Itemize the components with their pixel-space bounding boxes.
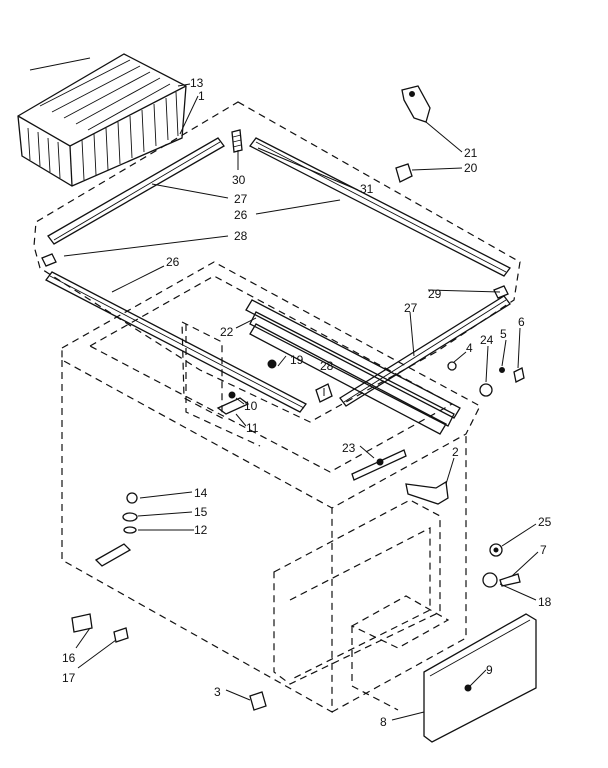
callout-7: 7 — [540, 543, 547, 557]
callout-6: 6 — [518, 315, 525, 329]
callout-21: 21 — [464, 146, 478, 160]
cord-clamp-2 — [405, 480, 449, 505]
callout-19: 19 — [290, 353, 304, 367]
callout-5: 5 — [500, 327, 507, 341]
grommet-25 — [489, 543, 503, 557]
basket — [17, 53, 187, 187]
caster-3 — [249, 691, 267, 711]
callout-26-top: 26 — [234, 208, 248, 222]
drain-plug-16 — [71, 613, 93, 633]
hinge-clip — [395, 163, 413, 183]
latch-23 — [351, 449, 407, 481]
callout-labels: 13 1 21 20 30 31 27 26 28 26 29 27 22 6 … — [62, 76, 552, 729]
callout-16: 16 — [62, 651, 76, 665]
callout-8: 8 — [380, 715, 387, 729]
callout-14: 14 — [194, 486, 208, 500]
callout-28-top: 28 — [234, 229, 248, 243]
callout-23: 23 — [342, 441, 356, 455]
callout-3: 3 — [214, 685, 221, 699]
drain-fitting — [94, 492, 138, 567]
access-cover-8 — [423, 613, 537, 743]
callout-26-front: 26 — [166, 255, 180, 269]
cabinet-outline — [61, 261, 481, 714]
compressor-compartment — [273, 499, 450, 711]
callout-12: 12 — [194, 523, 208, 537]
callout-1: 1 — [198, 89, 205, 103]
callout-9: 9 — [486, 663, 493, 677]
leader-lines — [63, 83, 539, 721]
callout-13: 13 — [190, 76, 204, 90]
callout-2: 2 — [452, 445, 459, 459]
lid-outline — [33, 101, 521, 423]
callout-25: 25 — [538, 515, 552, 529]
breaker-strip-22 — [245, 299, 461, 435]
lid-clip-28 — [41, 253, 57, 267]
callout-17: 17 — [62, 671, 76, 685]
thermostat-panel — [181, 321, 333, 419]
hinge-parts-4-5-6-24 — [447, 361, 525, 397]
callout-11: 11 — [246, 421, 259, 435]
lid-stop-30 — [231, 129, 243, 153]
lid-strip-27-left — [47, 137, 225, 245]
callout-20: 20 — [464, 161, 478, 175]
callout-31: 31 — [360, 182, 374, 196]
screw-17 — [113, 627, 129, 643]
lid-clip-29 — [493, 285, 509, 299]
callout-22: 22 — [220, 325, 234, 339]
callout-30: 30 — [232, 173, 246, 187]
callout-27-top: 27 — [234, 192, 248, 206]
callout-29: 29 — [428, 287, 442, 301]
lid-strip-26-front — [45, 271, 307, 413]
callout-24: 24 — [480, 333, 494, 347]
callout-4: 4 — [466, 341, 473, 355]
callout-27-right: 27 — [404, 301, 418, 315]
callout-15: 15 — [194, 505, 208, 519]
callout-28-lower: 28 — [320, 359, 334, 373]
hinge-bracket — [401, 85, 431, 123]
lid-strip-27-top — [249, 137, 511, 277]
callout-18: 18 — [538, 595, 552, 609]
callout-10: 10 — [244, 399, 258, 413]
